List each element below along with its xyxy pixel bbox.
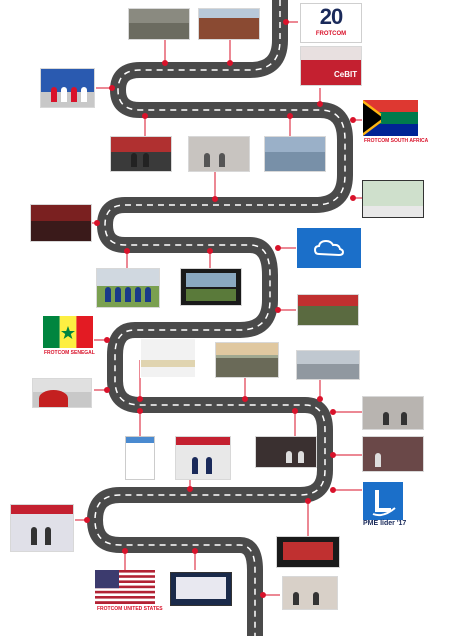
marker-dot — [162, 60, 168, 66]
photo-jeeps-convoy — [215, 342, 279, 378]
photo-report-document — [125, 436, 155, 480]
caption-senegal: FROTCOM SENEGAL — [44, 350, 95, 356]
photo-device-sensor — [140, 338, 196, 378]
pme-leader-icon — [372, 490, 396, 517]
photo-cebit-booth — [300, 46, 362, 86]
marker-dot — [137, 396, 143, 402]
photo-red-balloon-truck — [32, 378, 92, 408]
marker-dot — [350, 117, 356, 123]
marker-dot — [305, 498, 311, 504]
photo-office-meeting — [188, 136, 250, 172]
south-africa-flag — [363, 100, 418, 136]
marker-dot — [207, 248, 213, 254]
cloud-icon — [313, 239, 345, 257]
photo-laptop-map — [362, 180, 424, 218]
anniversary-number: 20 — [319, 4, 343, 29]
photo-vehicle-display — [170, 572, 232, 606]
united-states-flag — [95, 570, 155, 604]
photo-office-desk — [282, 576, 338, 610]
marker-dot — [317, 396, 323, 402]
marker-dot — [283, 19, 289, 25]
photo-booth-staff — [175, 436, 231, 480]
caption-south-africa: FROTCOM SOUTH AFRICA — [364, 138, 429, 144]
marker-dot — [292, 408, 298, 414]
marker-dot — [330, 409, 336, 415]
marker-dot — [84, 517, 90, 523]
photo-road-screen — [180, 268, 242, 306]
south-africa-flag-graphic — [363, 100, 418, 136]
marker-dot — [275, 245, 281, 251]
photo-stand-people — [110, 136, 172, 172]
marker-dot — [192, 548, 198, 554]
frotcom-20-years-logo: 20 FROTCOM — [300, 3, 362, 43]
marker-dot — [212, 196, 218, 202]
road-center-line — [94, 0, 346, 636]
cloud-service-tile — [297, 228, 361, 268]
marker-dot — [109, 85, 115, 91]
marker-dot — [187, 486, 193, 492]
caption-united-states: FROTCOM UNITED STATES — [97, 606, 163, 612]
marker-dot — [287, 113, 293, 119]
milestone-markers — [75, 19, 362, 598]
marker-dot — [104, 337, 110, 343]
photo-presentation — [362, 436, 424, 472]
pme-leader-label: PME líder '17 — [363, 520, 407, 527]
marker-dot — [330, 452, 336, 458]
marker-dot — [104, 387, 110, 393]
senegal-flag-graphic — [43, 316, 93, 348]
cebit-label: CeBIT — [334, 70, 358, 79]
photo-brick-building — [198, 8, 260, 40]
photo-cars-parked — [296, 350, 360, 380]
marker-dot — [94, 220, 100, 226]
photo-event-stage — [10, 504, 74, 552]
marker-dot — [137, 408, 143, 414]
marker-dot — [142, 113, 148, 119]
photo-interview — [362, 396, 424, 430]
photo-vehicle-engine — [128, 8, 190, 40]
photo-sailing — [264, 136, 326, 172]
marker-dot — [350, 195, 356, 201]
united-states-flag-graphic — [95, 570, 155, 604]
marker-dot — [317, 101, 323, 107]
marker-dot — [124, 248, 130, 254]
photo-team-group — [40, 68, 95, 108]
photo-fair-stand — [297, 294, 359, 326]
photo-exhibition-hall — [30, 204, 92, 242]
pme-leader-badge — [363, 482, 403, 520]
frotcom-brand-text: FROTCOM — [315, 31, 347, 37]
photo-tablet-app — [276, 536, 340, 568]
marker-dot — [122, 548, 128, 554]
marker-dot — [275, 307, 281, 313]
photo-conference-room — [255, 436, 317, 468]
marker-dot — [330, 487, 336, 493]
marker-dot — [227, 60, 233, 66]
marker-dot — [260, 592, 266, 598]
photo-large-group — [96, 268, 160, 308]
marker-dot — [242, 396, 248, 402]
senegal-flag — [43, 316, 93, 348]
